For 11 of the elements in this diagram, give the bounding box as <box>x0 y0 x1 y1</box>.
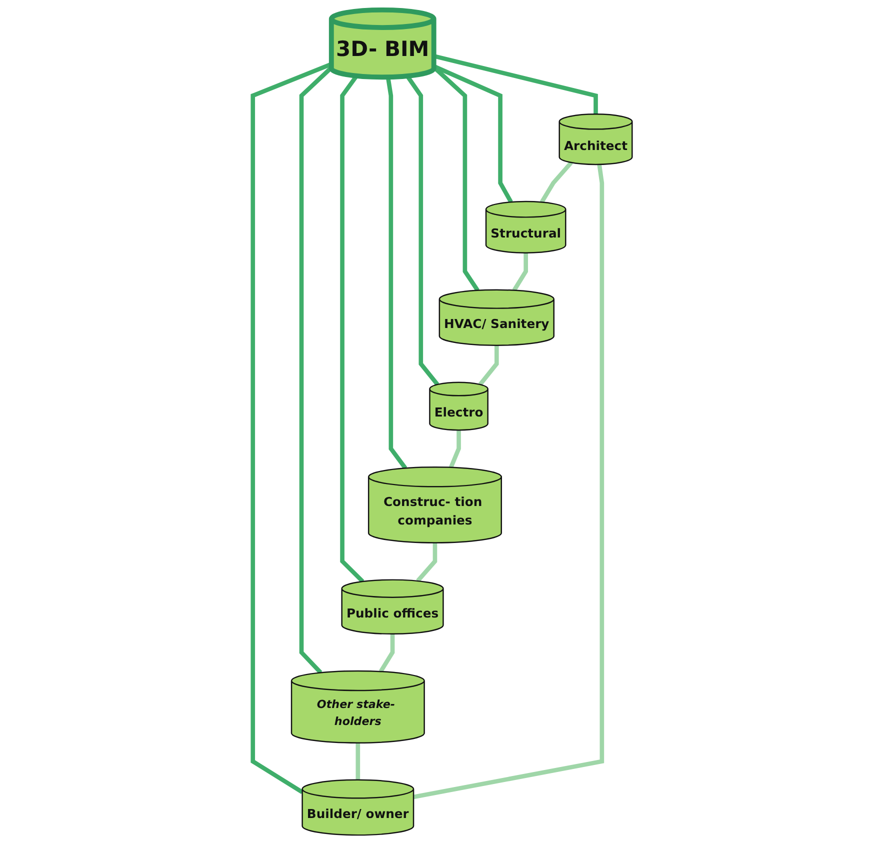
connector <box>356 742 360 780</box>
connector <box>250 62 332 794</box>
connector <box>448 430 461 468</box>
connector <box>540 161 573 204</box>
connector <box>416 542 438 582</box>
connector <box>478 345 499 386</box>
connector <box>413 164 604 800</box>
connector <box>512 252 528 292</box>
connector <box>299 66 333 674</box>
connector <box>378 634 395 673</box>
connector <box>386 76 408 470</box>
